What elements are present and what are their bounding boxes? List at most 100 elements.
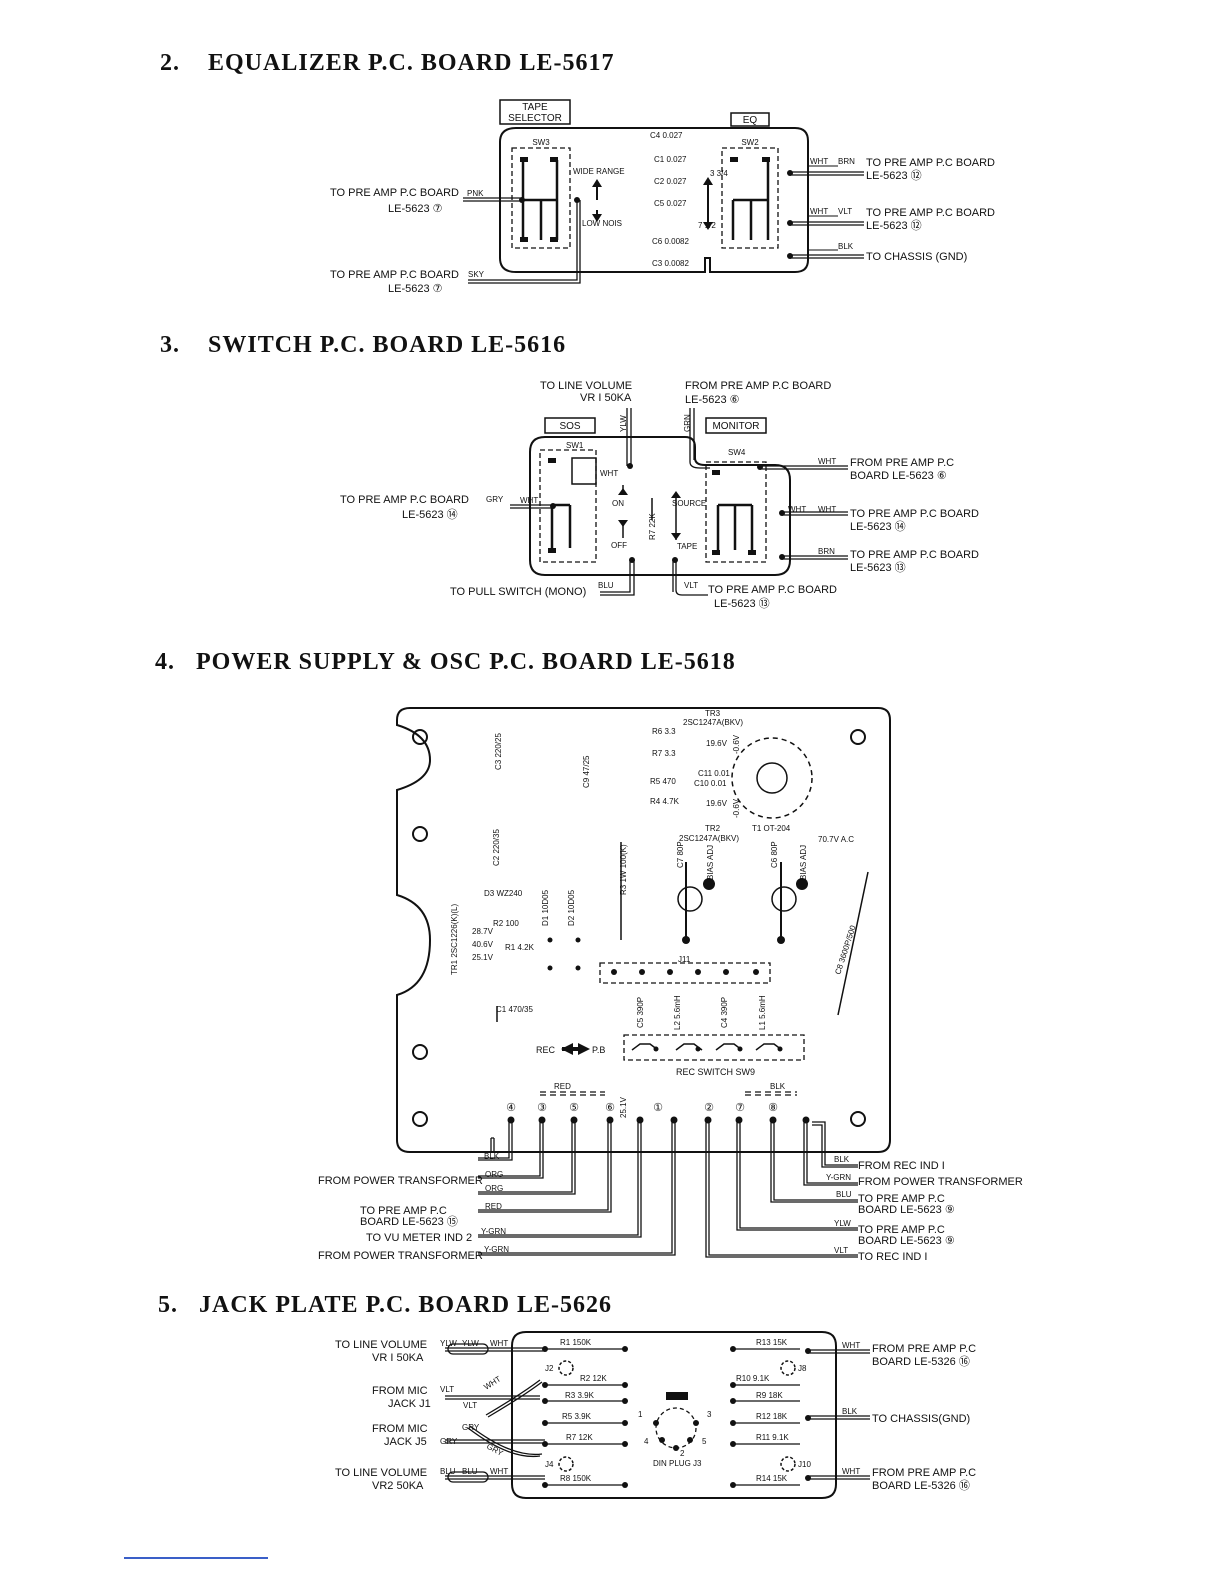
switch-board-diagram: TO LINE VOLUME VR I 50KA YLW FROM PRE AM… [340, 380, 979, 610]
din-pin-label: 5 [702, 1437, 707, 1446]
power-supply-board-diagram: C3 220/25 C9 47/25 C2 220/35 D3 WZ240 D1… [318, 707, 1023, 1263]
wire-destination-label: TO PRE AMP P.C BOARD [330, 269, 459, 281]
resistor-label: R11 9.1K [756, 1433, 789, 1442]
component-label: C6 80P [770, 841, 779, 868]
terminal-number: ⑧ [768, 1102, 778, 1114]
terminal-number: ⑦ [735, 1102, 745, 1114]
rec-switch-label: REC SWITCH SW9 [676, 1067, 755, 1077]
wire-destination-label: JACK J5 [384, 1436, 427, 1448]
wire-color-label: PNK [467, 189, 484, 198]
wire-destination-label: BOARD LE-5623 ⑨ [858, 1235, 955, 1247]
wire-color-label: BLK [770, 1082, 786, 1091]
component-label: R6 3.3 [652, 727, 676, 736]
section-number: 3. [160, 332, 180, 358]
eq-label: EQ [743, 115, 758, 126]
footer-rule [124, 1557, 268, 1559]
component-label: C7 80P [676, 841, 685, 868]
wire-color-label: YLW [834, 1219, 851, 1228]
wire-destination-label: TO LINE VOLUME [540, 380, 632, 392]
wire-color-label: WHT [810, 207, 828, 216]
wire-destination-label: TO REC IND I [858, 1251, 927, 1263]
terminal-number: ⑥ [605, 1102, 615, 1114]
wire-color-label: BLU [836, 1190, 852, 1199]
wire-color-label: SKY [468, 270, 485, 279]
terminal-number: ① [653, 1102, 663, 1114]
voltage-label: 19.6V [706, 799, 728, 808]
wire-destination-label: TO CHASSIS (GND) [866, 251, 967, 263]
wire-color-label: VLT [463, 1401, 477, 1410]
resistor-label: R8 150K [560, 1474, 592, 1483]
rec-label: REC [536, 1045, 556, 1055]
capacitor-label: C3 0.0082 [652, 259, 689, 268]
section-title-power-supply: 4. POWER SUPPLY & OSC P.C. BOARD LE-5618 [155, 649, 736, 676]
wire-destination-label: BOARD LE-5623 ⑥ [850, 470, 947, 482]
section-title-jack-plate: 5. JACK PLATE P.C. BOARD LE-5626 [158, 1292, 612, 1319]
section-heading: JACK PLATE P.C. BOARD LE-5626 [199, 1292, 613, 1318]
wire-color-label: VLT [838, 207, 852, 216]
terminal-number: ⑤ [569, 1102, 579, 1114]
component-label: R3 1W 100(K) [619, 844, 628, 895]
playback-label: P.B [592, 1045, 605, 1055]
wire-destination-label: TO PRE AMP P.C BOARD [850, 549, 979, 561]
transistor-label: 2SC1247A(BKV) [683, 718, 743, 727]
voltage-label: -0.6V [732, 734, 741, 754]
wire-destination-label: TO PRE AMP P.C BOARD [866, 157, 995, 169]
transformer-label: T1 OT-204 [752, 824, 791, 833]
wire-destination-label: FROM PRE AMP P.C [872, 1343, 976, 1355]
wire-color-label: BLK [834, 1155, 850, 1164]
terminal-number: ③ [537, 1102, 547, 1114]
component-label: L2 5.6mH [673, 995, 682, 1030]
wire-destination-label: TO PULL SWITCH (MONO) [450, 586, 586, 598]
resistor-label: R10 9.1K [736, 1374, 770, 1383]
section-heading: POWER SUPPLY & OSC P.C. BOARD LE-5618 [196, 649, 736, 675]
resistor-label: R14 15K [756, 1474, 788, 1483]
wire-destination-label: FROM REC IND I [858, 1160, 945, 1172]
wire-color-label: YLW [440, 1339, 457, 1348]
resistor-label: R7 22K [648, 513, 657, 540]
wire-destination-label: FROM PRE AMP P.C [850, 457, 954, 469]
wire-color-label: YLW [462, 1339, 479, 1348]
wire-destination-label: LE-5623 ⑬ [850, 561, 906, 574]
wire-color-label: WHT [490, 1339, 508, 1348]
sw3-label: SW3 [532, 138, 550, 147]
voltage-label: 40.6V [472, 940, 494, 949]
din-plug-label: DIN PLUG J3 [653, 1459, 702, 1468]
off-label: OFF [611, 541, 627, 550]
wire-destination-label: TO PRE AMP P.C BOARD [866, 207, 995, 219]
wire-destination-label: VR I 50KA [580, 392, 632, 404]
voltage-label: 28.7V [472, 927, 494, 936]
wire-destination-label: LE-5623 ⑦ [388, 203, 443, 215]
wire-destination-label: LE-5623 ⑦ [388, 283, 443, 295]
wire-color-label: BRN [818, 547, 835, 556]
speed-label: 3 3/4 [710, 169, 728, 178]
section-title-equalizer: 2. EQUALIZER P.C. BOARD LE-5617 [160, 50, 615, 77]
monitor-label: MONITOR [712, 421, 759, 432]
wire-color-label: Y-GRN [481, 1227, 506, 1236]
resistor-label: R3 3.9K [565, 1391, 595, 1400]
transistor-label: 2SC1247A(BKV) [679, 834, 739, 843]
component-label: R2 100 [493, 919, 519, 928]
equalizer-board-diagram: TAPE SELECTOR EQ SW3 SW2 WIDE RANGE LOW … [330, 99, 995, 295]
wire-destination-label: TO PRE AMP P.C BOARD [340, 494, 469, 506]
wire-color-label: RED [554, 1082, 571, 1091]
resistor-label: R5 3.9K [562, 1412, 592, 1421]
wire-color-label: BLU [462, 1467, 478, 1476]
wire-color-label: GRY [462, 1423, 480, 1432]
wire-color-label: BRN [838, 157, 855, 166]
wire-destination-label: LE-5623 ⑫ [866, 219, 922, 232]
terminal-number: ② [704, 1102, 714, 1114]
wire-color-label: Y-GRN [484, 1245, 509, 1254]
din-pin-label: 2 [680, 1449, 685, 1458]
wire-color-label: YLW [619, 415, 628, 432]
din-pin-label: 4 [644, 1437, 649, 1446]
wire-destination-label: TO VU METER IND 2 [366, 1232, 472, 1244]
sw2-label: SW2 [741, 138, 759, 147]
wire-color-label: BLK [842, 1407, 858, 1416]
component-label: D3 WZ240 [484, 889, 523, 898]
capacitor-label: C4 0.027 [650, 131, 683, 140]
sw1-label: SW1 [566, 441, 584, 450]
wire-color-label: VLT [440, 1385, 454, 1394]
wire-color-label: VLT [684, 581, 698, 590]
wire-destination-label: TO PRE AMP P.C [858, 1193, 945, 1205]
wire-destination-label: LE-5623 ⑬ [714, 597, 770, 610]
